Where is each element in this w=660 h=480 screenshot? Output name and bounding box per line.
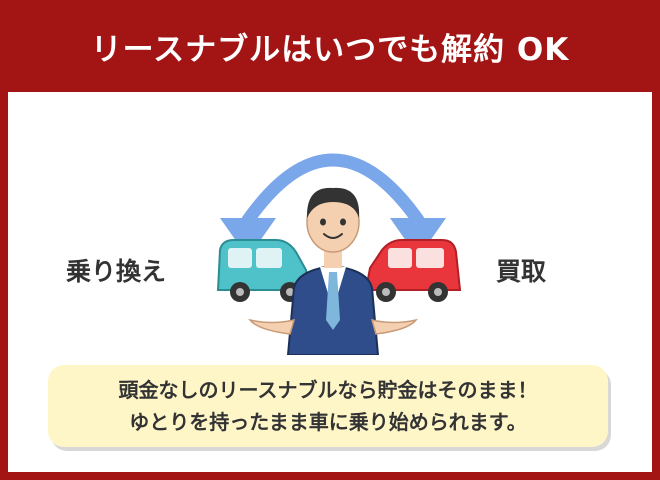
label-buyout: 買取 [496,257,547,286]
callout-line-2: ゆとりを持ったまま車に乗り始められます。 [129,410,527,434]
callout-box: 頭金なしのリースナブルなら貯金はそのまま！ ゆとりを持ったまま車に乗り始められま… [48,365,608,447]
circular-arrow-icon [220,153,446,258]
callout-line-1: 頭金なしのリースナブルなら貯金はそのまま！ [118,378,538,402]
page-title: リースナブルはいつでも解約 OK [90,31,570,68]
businessman-icon [248,187,418,355]
label-switch: 乗り換え [66,257,167,286]
illustration [216,153,462,355]
red-car-icon [364,239,462,302]
content-panel: 乗り換え 買取 [8,92,652,472]
